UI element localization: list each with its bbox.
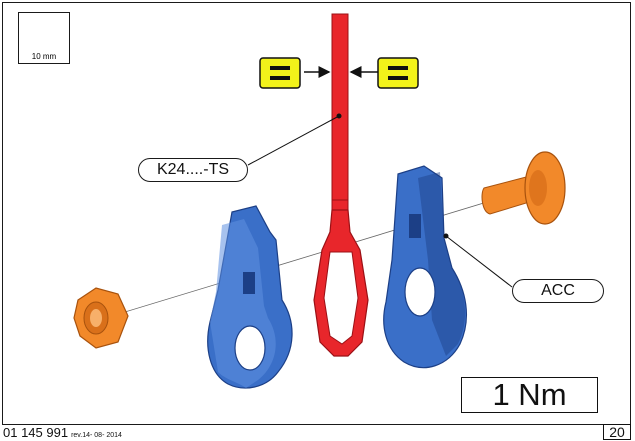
torque-value-box: 1 Nm — [461, 377, 598, 413]
leader-strap-dot — [336, 113, 342, 119]
equal-badge-right — [377, 57, 419, 89]
leader-strap — [247, 115, 340, 166]
orange-bolt — [481, 151, 566, 225]
part-number-value: 01 145 991 — [3, 425, 69, 440]
bolt-axis-line — [91, 191, 521, 323]
tool-size-label: 10 mm — [31, 52, 57, 61]
tool-size-box: 10 mm — [18, 12, 70, 64]
callout-acc: ACC — [512, 279, 604, 303]
orange-nut — [73, 287, 129, 349]
leader-acc-dot — [443, 233, 449, 239]
revision-label: rev.14- 08- 2014 — [71, 432, 122, 439]
callout-strap: K24....-TS — [138, 158, 248, 182]
left-bracket — [207, 205, 293, 389]
page-number: 20 — [603, 424, 631, 440]
drawing-frame — [2, 2, 631, 425]
right-bracket — [383, 165, 467, 369]
strap-k24-ts — [313, 13, 369, 357]
equal-badge-left — [259, 57, 301, 89]
leader-acc — [445, 235, 513, 288]
